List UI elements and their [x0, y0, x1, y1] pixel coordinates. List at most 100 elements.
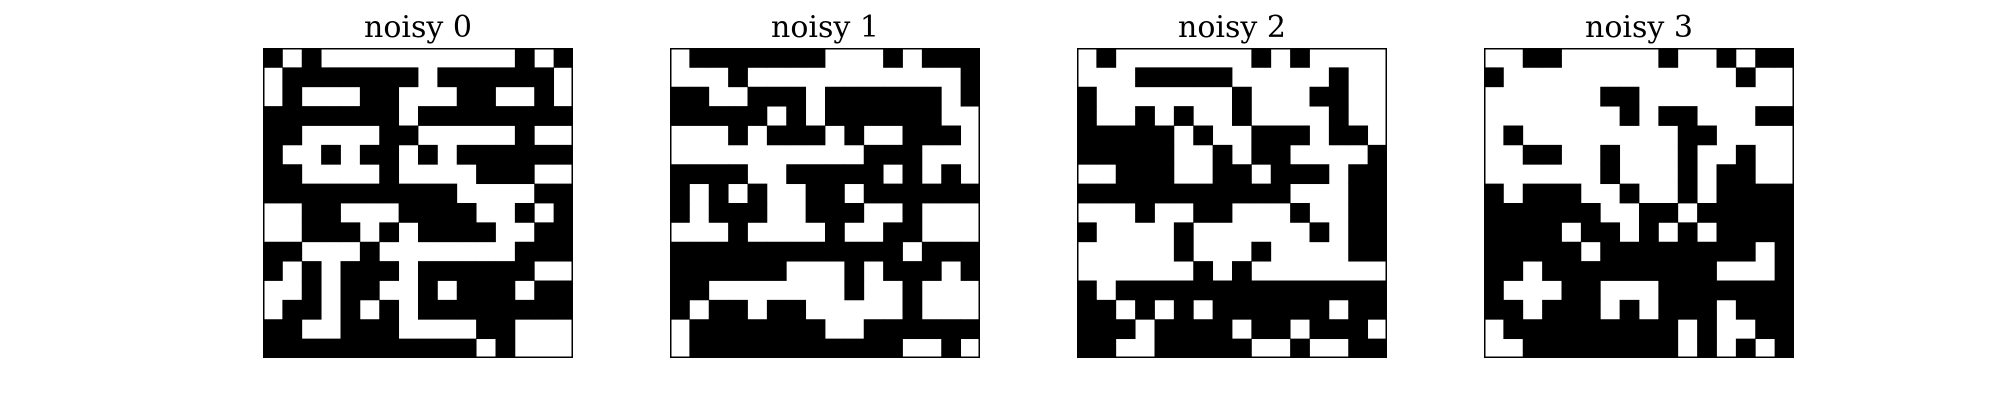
heatmap-cell [1561, 241, 1582, 262]
heatmap-cell [1735, 338, 1756, 358]
heatmap-cell [1697, 299, 1717, 320]
heatmap-cell [728, 338, 748, 358]
heatmap-cell [263, 338, 283, 358]
heatmap-cell [747, 261, 768, 281]
heatmap-cell [960, 261, 980, 281]
heatmap-cell [902, 261, 923, 281]
heatmap-cell [1212, 67, 1233, 88]
heatmap-cell [495, 261, 516, 281]
heatmap-cell [1639, 319, 1659, 340]
heatmap-cell [1348, 299, 1369, 320]
heatmap-cell [1677, 106, 1698, 126]
heatmap-cell [1270, 319, 1291, 340]
heatmap-cell [708, 319, 729, 340]
heatmap-cell [670, 183, 690, 204]
heatmap-cell [1774, 222, 1794, 243]
heatmap-cell [670, 280, 690, 301]
heatmap-cell [883, 338, 903, 358]
heatmap-cell [1251, 144, 1272, 165]
heatmap-cell [1270, 299, 1291, 320]
heatmap-cell [1600, 86, 1621, 107]
heatmap-cell [263, 183, 283, 204]
heatmap-cell [282, 86, 303, 107]
heatmap-cell [456, 86, 477, 107]
heatmap-cell [728, 299, 748, 320]
heatmap-cell [1580, 222, 1601, 243]
heatmap-cell [514, 67, 535, 88]
heatmap-cell [379, 86, 400, 107]
heatmap-cell [670, 106, 690, 126]
heatmap-cell [534, 106, 555, 126]
heatmap-cell [379, 183, 400, 204]
heatmap-cell [1600, 164, 1621, 185]
heatmap-cell [960, 67, 980, 88]
heatmap-cell [1115, 280, 1136, 301]
heatmap-cell [340, 183, 361, 204]
heatmap-cell [883, 144, 903, 165]
heatmap-cell [359, 319, 380, 340]
heatmap-cell [379, 319, 400, 340]
heatmap-cell [301, 222, 322, 243]
heatmap-cell [1600, 144, 1621, 165]
heatmap-cell [921, 86, 942, 107]
heatmap-cell [340, 338, 361, 358]
heatmap-cell [902, 86, 923, 107]
heatmap-cell [282, 183, 303, 204]
heatmap-cell [553, 280, 573, 301]
heatmap-cell [418, 261, 438, 281]
heatmap-cell [786, 125, 807, 146]
heatmap-cell [941, 183, 962, 204]
heatmap-cell [301, 48, 322, 68]
heatmap-cell [1348, 319, 1369, 340]
heatmap-cell [301, 280, 322, 301]
heatmap-cell [514, 299, 535, 320]
heatmap-cell [1600, 222, 1621, 243]
heatmap-cell [1367, 203, 1387, 223]
heatmap-cell [1716, 222, 1737, 243]
heatmap-cell [263, 125, 283, 146]
heatmap-cell [863, 338, 884, 358]
heatmap-cell [321, 338, 341, 358]
heatmap-cell [1290, 280, 1310, 301]
grid-noisy-0 [263, 48, 573, 358]
heatmap-cell [708, 299, 729, 320]
heatmap-cell [495, 164, 516, 185]
heatmap-cell [1251, 125, 1272, 146]
heatmap-cell [863, 86, 884, 107]
heatmap-cell [456, 106, 477, 126]
heatmap-cell [553, 222, 573, 243]
heatmap-cell [437, 106, 458, 126]
heatmap-cell [941, 338, 962, 358]
heatmap-cell [1232, 280, 1252, 301]
heatmap-cell [1328, 106, 1349, 126]
heatmap-cell [301, 261, 322, 281]
heatmap-cell [1135, 299, 1155, 320]
heatmap-cell [553, 183, 573, 204]
heatmap-cell [476, 144, 496, 165]
heatmap-cell [941, 319, 962, 340]
heatmap-cell [359, 280, 380, 301]
heatmap-cell [418, 222, 438, 243]
heatmap-cell [1639, 261, 1659, 281]
heatmap-cell [1697, 241, 1717, 262]
heatmap-cell [263, 319, 283, 340]
heatmap-cell [359, 338, 380, 358]
heatmap-cell [340, 261, 361, 281]
heatmap-cell [418, 299, 438, 320]
panel-title: noisy 0 [364, 10, 472, 45]
heatmap-cell [1735, 222, 1756, 243]
heatmap-cell [1697, 338, 1717, 358]
heatmap-cell [1270, 164, 1291, 185]
heatmap-cell [921, 319, 942, 340]
heatmap-cell [263, 106, 283, 126]
heatmap-cell [1484, 299, 1504, 320]
heatmap-cell [418, 106, 438, 126]
heatmap-cell [1193, 319, 1214, 340]
heatmap-cell [921, 183, 942, 204]
heatmap-cell [282, 299, 303, 320]
heatmap-cell [766, 241, 787, 262]
heatmap-cell [1270, 183, 1291, 204]
heatmap-cell [1755, 319, 1776, 340]
heatmap-cell [1658, 241, 1679, 262]
heatmap-cell [495, 280, 516, 301]
